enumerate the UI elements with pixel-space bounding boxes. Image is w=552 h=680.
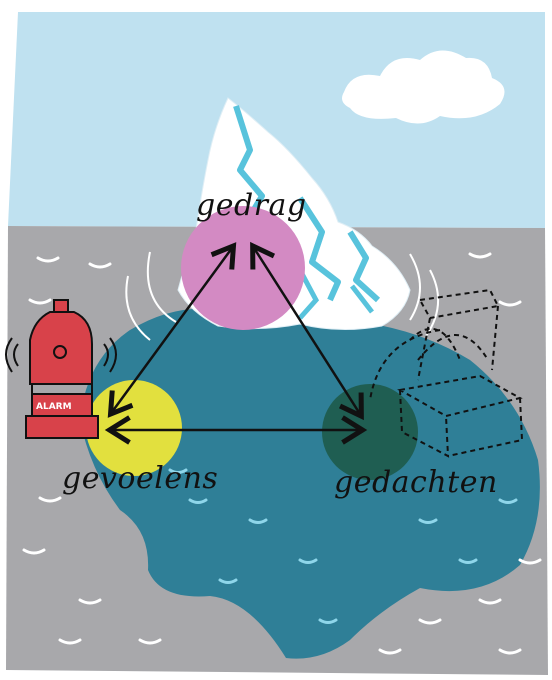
node-right-label: gedachten (334, 465, 498, 500)
node-left-label: gevoelens (62, 461, 218, 496)
alarm-label: ALARM (36, 402, 72, 412)
node-top-circle (181, 206, 305, 330)
node-top-label: gedrag (196, 188, 307, 223)
